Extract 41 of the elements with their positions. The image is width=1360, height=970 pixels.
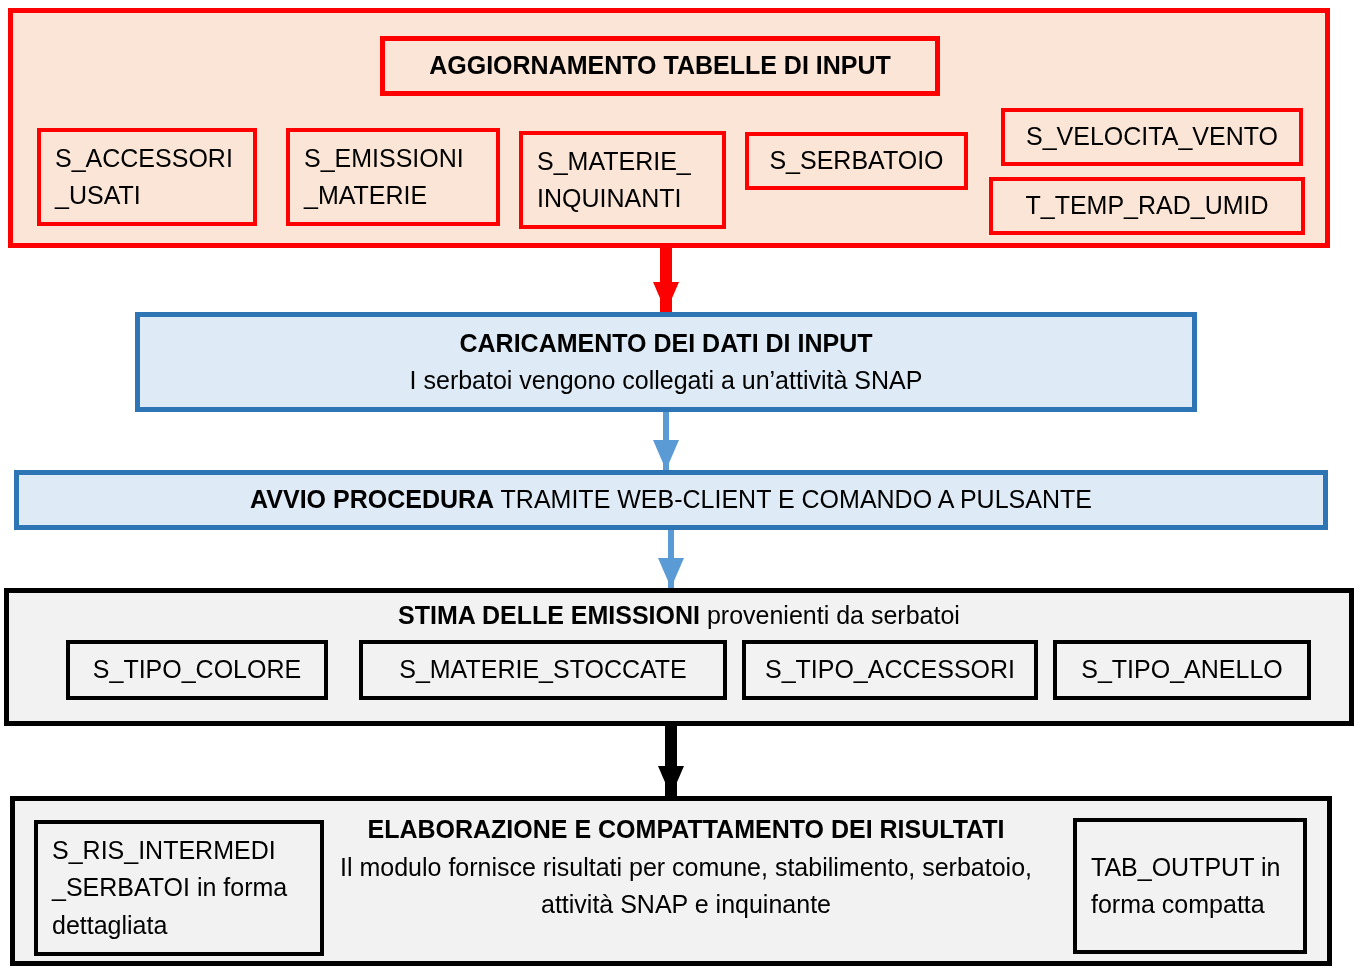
arrow <box>653 248 679 312</box>
arrow <box>658 530 684 588</box>
node-title: ELABORAZIONE E COMPATTAMENTO DEI RISULTATI <box>367 814 1005 845</box>
process-box <box>14 470 1328 530</box>
process-box <box>135 312 1197 412</box>
title-box <box>380 36 940 96</box>
table-box <box>1001 108 1303 166</box>
node-text: S_RIS_INTERMEDI _SERBATOI in forma dettagliata <box>52 834 289 941</box>
node-text: S_MATERIE_ INQUINANTI <box>537 145 692 214</box>
node-text: TAB_OUTPUT in forma compatta <box>1091 851 1282 920</box>
table-box <box>359 640 727 700</box>
table-box <box>742 640 1038 700</box>
node-title: AVVIO PROCEDURA TRAMITE WEB-CLIENT E COMANDO A PULSANTE <box>250 484 1092 516</box>
node-text: S_VELOCITA_VENTO <box>1026 121 1278 153</box>
node-title: STIMA DELLE EMISSIONI provenienti da serbatoi <box>398 600 960 631</box>
node-text: Il modulo fornisce risultati per comune, stabilimento, serbatoio, attività SNAP e inquinante <box>339 851 1033 920</box>
table-box <box>745 132 968 190</box>
node-text: S_TIPO_COLORE <box>92 654 302 686</box>
table-box <box>1073 818 1307 954</box>
table-box <box>37 128 257 226</box>
table-box <box>989 177 1305 235</box>
node-text: T_TEMP_RAD_UMID <box>1025 190 1269 222</box>
group-panel <box>4 588 1354 726</box>
node-text: S_ACCESSORI _USATI <box>55 142 234 211</box>
node-text: S_MATERIE_STOCCATE <box>399 654 687 686</box>
node-title: AGGIORNAMENTO TABELLE DI INPUT <box>429 50 891 82</box>
table-box <box>1053 640 1311 700</box>
arrow <box>653 412 679 470</box>
node-text: I serbatoi vengono collegati a un’attività SNAP <box>409 365 923 396</box>
table-box <box>34 820 324 956</box>
group-panel <box>10 796 1332 966</box>
node-text: S_SERBATOIO <box>769 145 944 177</box>
arrow <box>658 726 684 796</box>
node-title: CARICAMENTO DEI DATI DI INPUT <box>459 327 873 359</box>
node-text: S_EMISSIONI _MATERIE <box>304 142 465 211</box>
group-panel <box>8 8 1330 248</box>
table-box <box>66 640 328 700</box>
node-text: S_TIPO_ANELLO <box>1081 654 1283 686</box>
table-box <box>519 131 726 229</box>
node-text: S_TIPO_ACCESSORI <box>764 654 1016 686</box>
table-box <box>286 128 500 226</box>
